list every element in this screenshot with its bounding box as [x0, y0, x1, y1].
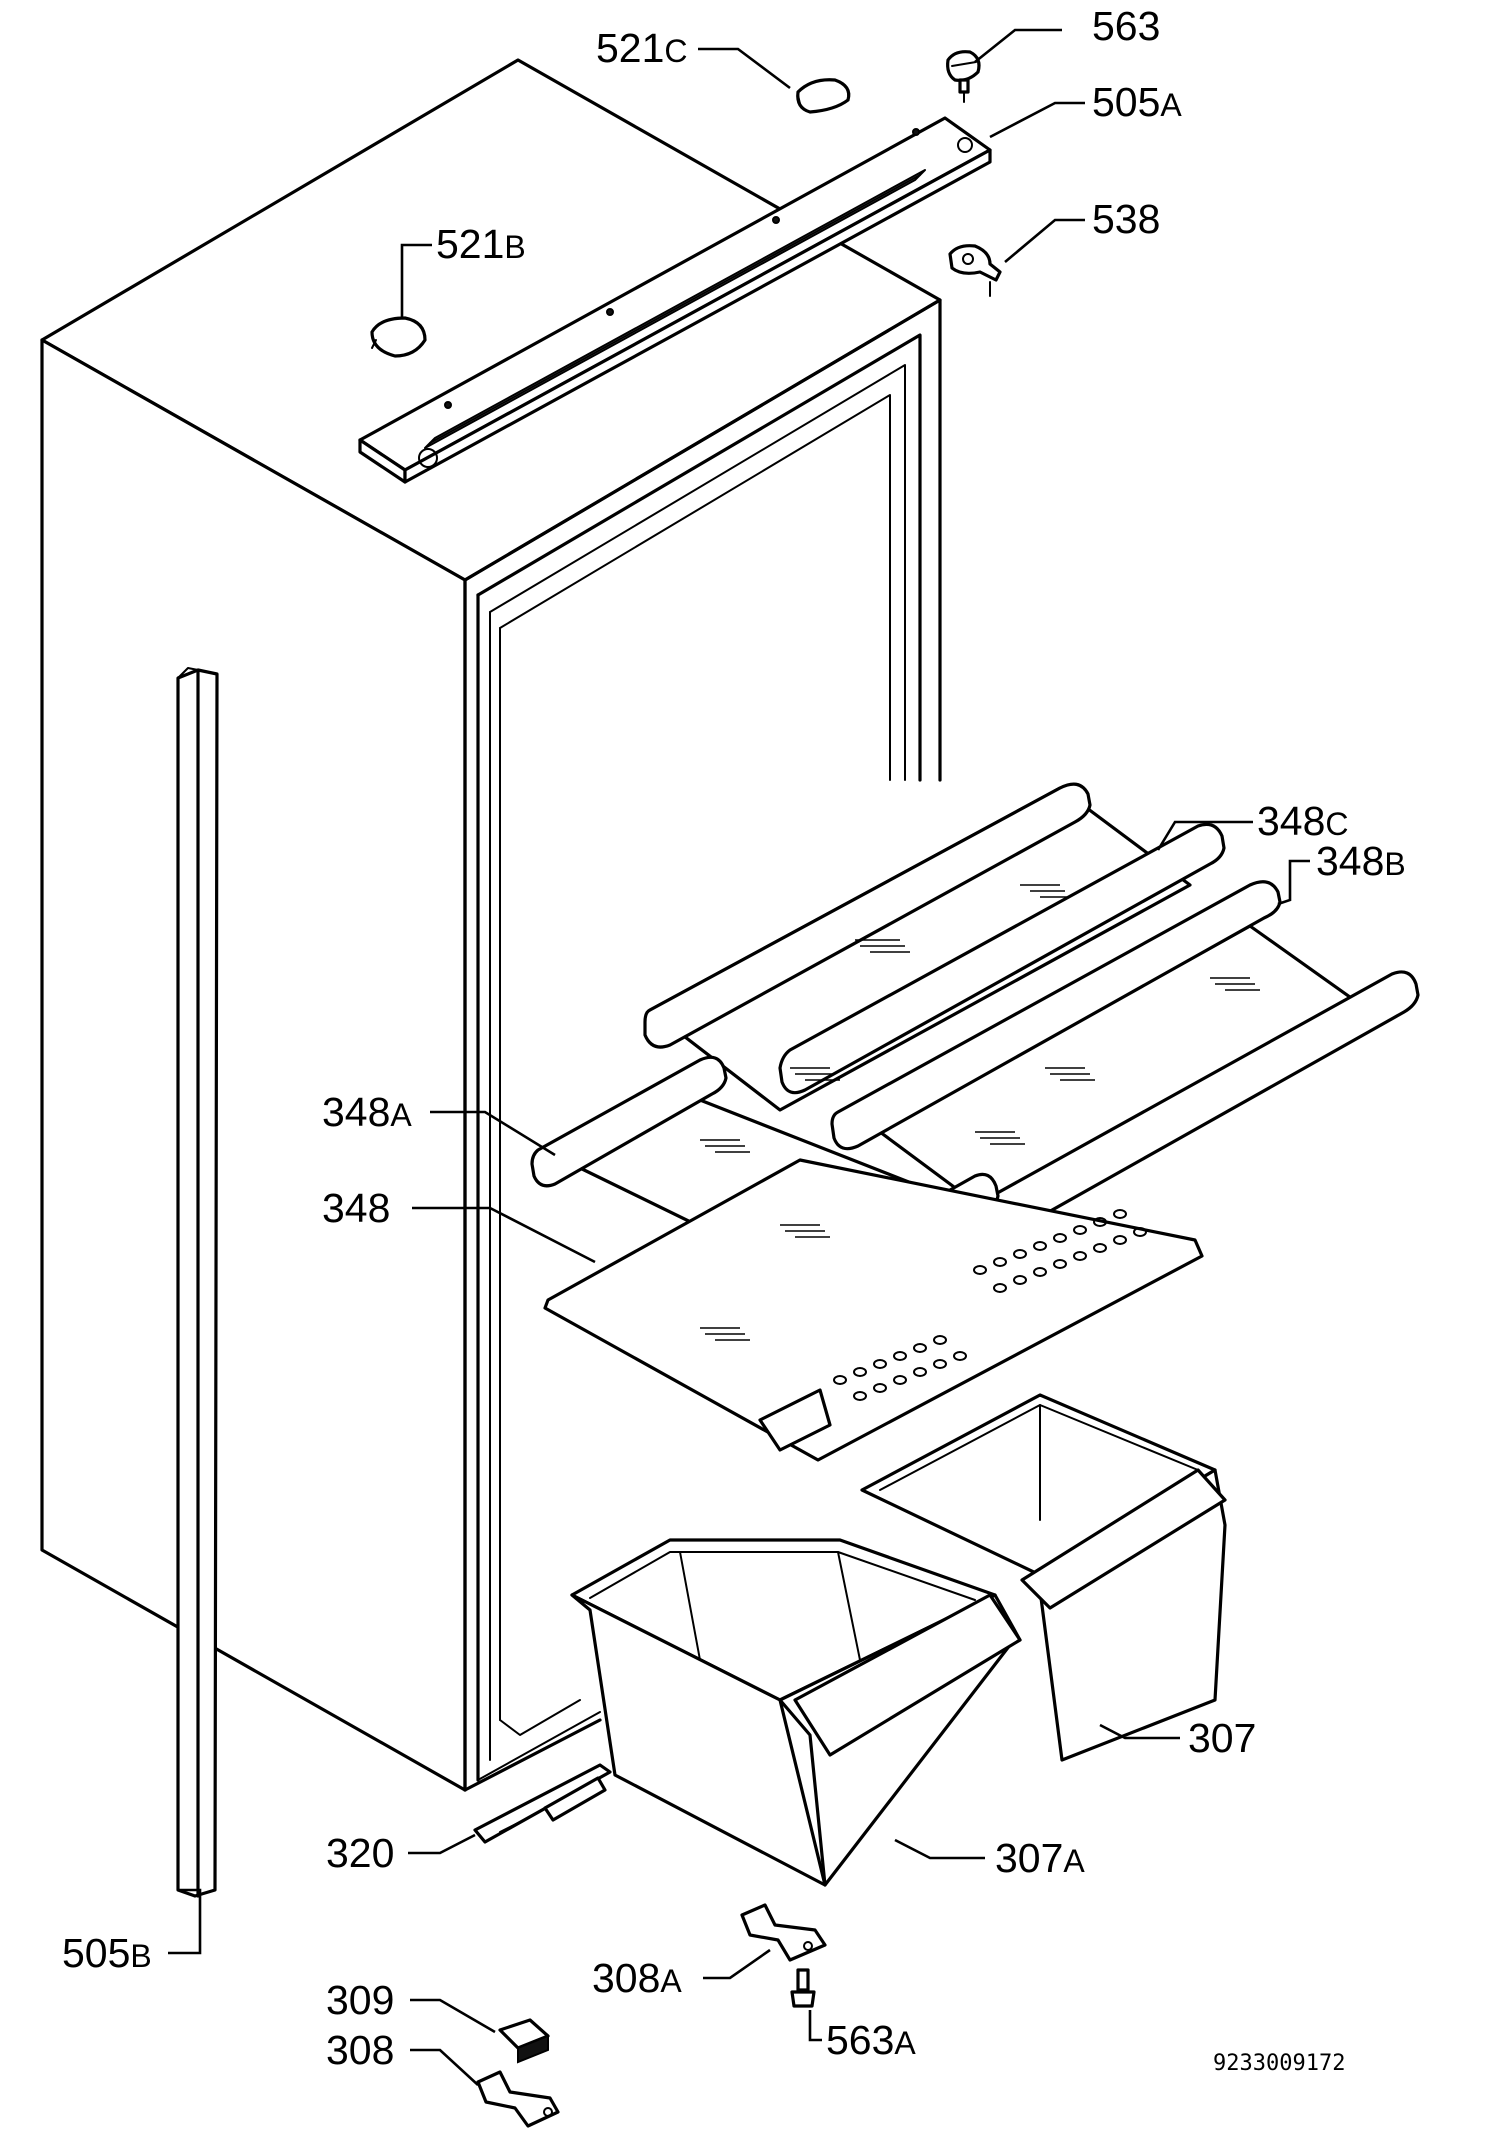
crisper-bin-307a — [570, 1538, 1022, 1887]
label-538: 538 — [1092, 196, 1160, 242]
top-hinge-bracket — [358, 116, 992, 484]
label-348b: 348B — [1316, 838, 1406, 884]
cabinet — [40, 58, 942, 1792]
hinge-538 — [948, 244, 1002, 297]
label-563a: 563A — [826, 2017, 916, 2063]
cap-521b — [370, 316, 427, 358]
label-320: 320 — [326, 1830, 394, 1876]
label-505b: 505B — [62, 1930, 152, 1976]
door-trim-strip — [176, 667, 219, 1898]
rail-320 — [473, 1763, 612, 1844]
drawing-number: 9233009172 — [1213, 2051, 1345, 2076]
hinge-pin-563 — [946, 50, 981, 103]
label-307a: 307A — [995, 1835, 1085, 1881]
label-348c: 348C — [1257, 798, 1349, 844]
cap-521c — [796, 78, 851, 114]
label-309: 309 — [326, 1977, 394, 2023]
label-307: 307 — [1188, 1715, 1256, 1761]
label-521b: 521B — [436, 221, 526, 267]
part-labels: 521C 563 505A 521B 538 348C 348B 348A 34… — [62, 3, 1406, 2073]
screw-563a — [790, 1968, 816, 2008]
bracket-308 — [476, 2070, 560, 2128]
leader-lines — [168, 28, 1310, 2086]
label-521c: 521C — [596, 25, 688, 71]
clip-309 — [498, 2018, 550, 2064]
glass-hatch-marks — [700, 884, 1260, 1341]
label-308a: 308A — [592, 1955, 682, 2001]
label-308: 308 — [326, 2027, 394, 2073]
shelf-348 — [543, 1158, 1204, 1462]
label-505a: 505A — [1092, 79, 1182, 125]
label-348a: 348A — [322, 1089, 412, 1135]
label-348: 348 — [322, 1185, 390, 1231]
shelf-348c — [643, 782, 1226, 1112]
bracket-308a — [740, 1903, 827, 1962]
label-563: 563 — [1092, 3, 1160, 49]
crisper-bin-307 — [860, 1393, 1227, 1762]
shelf-348-vent-holes — [833, 1209, 1147, 1401]
